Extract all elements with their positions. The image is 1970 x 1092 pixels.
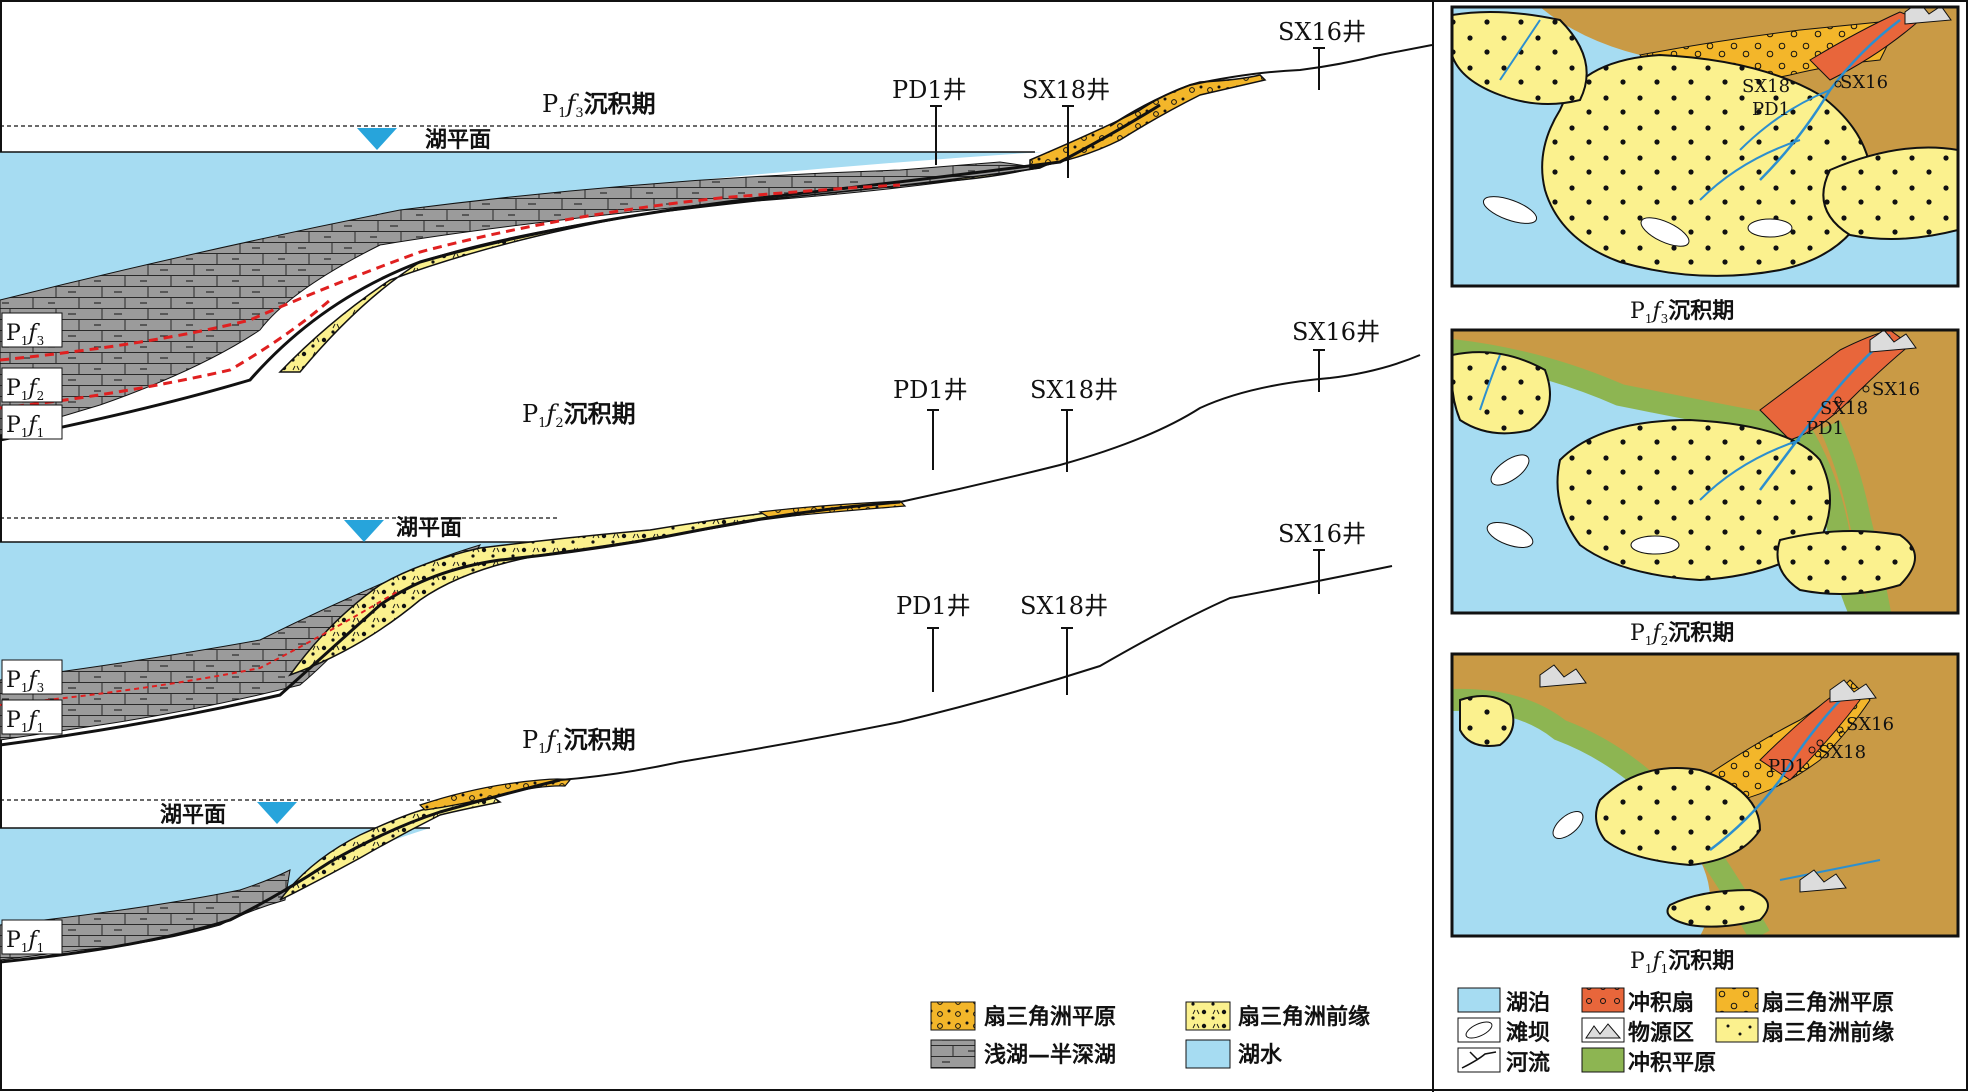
- lake-level-triangle-icon: [344, 520, 384, 542]
- lake-level-label: 湖平面: [425, 128, 491, 153]
- svg-text:PD1井: PD1井: [896, 592, 971, 620]
- svg-text:SX18: SX18: [1820, 398, 1868, 419]
- legend-bottom: 扇三角洲平原 扇三角洲前缘 浅湖—半深湖 湖水: [930, 1001, 1370, 1069]
- land-surface-line: [899, 354, 1421, 503]
- svg-text:物源区: 物源区: [1628, 1020, 1694, 1046]
- unit-labels-s3: P1f1: [1, 919, 63, 955]
- svg-text:SX18井: SX18井: [1030, 376, 1118, 404]
- svg-text:扇三角洲平原: 扇三角洲平原: [984, 1004, 1116, 1030]
- boundary-f3-f1: [0, 589, 401, 706]
- svg-text:P1f1: P1f1: [6, 928, 44, 955]
- legend-right: 湖泊 冲积扇 扇三角洲平原 滩坝 物源区 扇三角洲前缘 河流 冲积平原: [1457, 987, 1894, 1076]
- section-title-p1f3: P1f3沉积期: [542, 90, 656, 121]
- svg-text:滩坝: 滩坝: [1506, 1020, 1550, 1046]
- svg-text:河流: 河流: [1506, 1050, 1550, 1076]
- land-surface-line: [559, 565, 1393, 781]
- svg-text:扇三角洲前缘: 扇三角洲前缘: [1762, 1020, 1894, 1046]
- basin-floor-line: [0, 778, 561, 964]
- lake-level-triangle-icon: [257, 802, 297, 824]
- legend-swatch-fan-front: [1185, 1001, 1231, 1031]
- svg-text:SX16: SX16: [1846, 714, 1894, 735]
- legend-swatch-river: [1457, 1047, 1501, 1073]
- lake-water: [0, 148, 1110, 300]
- boundary-f2-f1: [0, 298, 331, 410]
- land-surface-line: [1109, 44, 1433, 127]
- lake-mud-layer: [0, 161, 1041, 436]
- svg-text:PD1: PD1: [1806, 418, 1844, 439]
- legend-swatch-fan-front: [1715, 1017, 1759, 1043]
- fan-delta-front: [279, 794, 502, 901]
- svg-text:SX16: SX16: [1840, 72, 1888, 93]
- legend-swatch-alluvial-plain: [1581, 1047, 1625, 1073]
- fan-delta-front: [287, 501, 901, 677]
- svg-text:SX16井: SX16井: [1278, 18, 1366, 46]
- svg-text:湖水: 湖水: [1238, 1043, 1283, 1068]
- legend-swatch-lake: [1457, 987, 1501, 1013]
- well-sx16-s3: SX16井: [1278, 520, 1366, 594]
- svg-text:SX16: SX16: [1872, 379, 1920, 400]
- well-sx18-s3: SX18井: [1020, 592, 1108, 695]
- svg-text:SX18: SX18: [1818, 742, 1866, 763]
- boundary-f3-f2: [0, 183, 901, 362]
- svg-text:PD1: PD1: [1768, 756, 1806, 777]
- lake-level-label: 湖平面: [396, 516, 462, 541]
- svg-text:冲积平原: 冲积平原: [1628, 1051, 1716, 1076]
- well-pd1-s1: PD1井: [892, 76, 967, 165]
- lake-water: [0, 542, 560, 690]
- unit-labels-s1: P1f3 P1f2 P1f1: [1, 312, 63, 440]
- svg-text:SX16井: SX16井: [1292, 318, 1380, 346]
- legend-swatch-water: [1185, 1039, 1231, 1069]
- well-sx16-s2: SX16井: [1292, 318, 1380, 392]
- lake-level-triangle-icon: [357, 128, 397, 150]
- section-p1f3: [0, 44, 1433, 442]
- map-caption-p1f3: P1f3沉积期: [1630, 299, 1734, 326]
- svg-text:浅湖—半深湖: 浅湖—半深湖: [984, 1043, 1116, 1068]
- basin-floor-line: [0, 103, 1161, 442]
- svg-text:冲积扇: 冲积扇: [1628, 990, 1694, 1016]
- map-p1f1: SX16 SX18 PD1 P1f1沉积期: [1450, 652, 1960, 976]
- legend-swatch-fan-plain: [930, 1001, 976, 1031]
- section-title-p1f1: P1f1沉积期: [522, 726, 636, 757]
- svg-text:扇三角洲前缘: 扇三角洲前缘: [1238, 1004, 1370, 1030]
- svg-text:湖泊: 湖泊: [1506, 991, 1550, 1016]
- lake-level-label: 湖平面: [160, 803, 226, 828]
- well-sx18-s1: SX18井: [1022, 76, 1110, 178]
- svg-text:PD1: PD1: [1752, 99, 1790, 120]
- map-p1f2: SX16 SX18 PD1 P1f2沉积期: [1450, 328, 1960, 648]
- svg-text:SX18: SX18: [1742, 76, 1790, 97]
- section-p1f2: [0, 354, 1421, 747]
- legend-swatch-lake: [930, 1039, 976, 1069]
- map-p1f3: SX18 SX16 PD1 P1f3沉积期: [1450, 5, 1960, 326]
- map-caption-p1f1: P1f1沉积期: [1630, 949, 1734, 976]
- svg-text:PD1井: PD1井: [892, 76, 967, 104]
- well-sx16-s1: SX16井: [1278, 18, 1366, 90]
- svg-text:扇三角洲平原: 扇三角洲平原: [1762, 990, 1894, 1016]
- well-pd1-s2: PD1井: [893, 376, 968, 470]
- svg-text:SX16井: SX16井: [1278, 520, 1366, 548]
- well-sx18-s2: SX18井: [1030, 376, 1118, 472]
- unit-labels-s2: P1f3 P1f1: [1, 659, 63, 735]
- section-p1f1: [0, 565, 1393, 964]
- legend-swatch-fan-plain: [1715, 987, 1759, 1013]
- svg-text:PD1井: PD1井: [893, 376, 968, 404]
- section-title-p1f2: P1f2沉积期: [522, 400, 636, 431]
- svg-text:SX18井: SX18井: [1020, 592, 1108, 620]
- legend-swatch-alluvial-fan: [1581, 987, 1625, 1013]
- svg-text:SX18井: SX18井: [1022, 76, 1110, 104]
- map-caption-p1f2: P1f2沉积期: [1630, 621, 1734, 648]
- basin-floor-line: [0, 500, 901, 747]
- well-pd1-s3: PD1井: [896, 592, 971, 692]
